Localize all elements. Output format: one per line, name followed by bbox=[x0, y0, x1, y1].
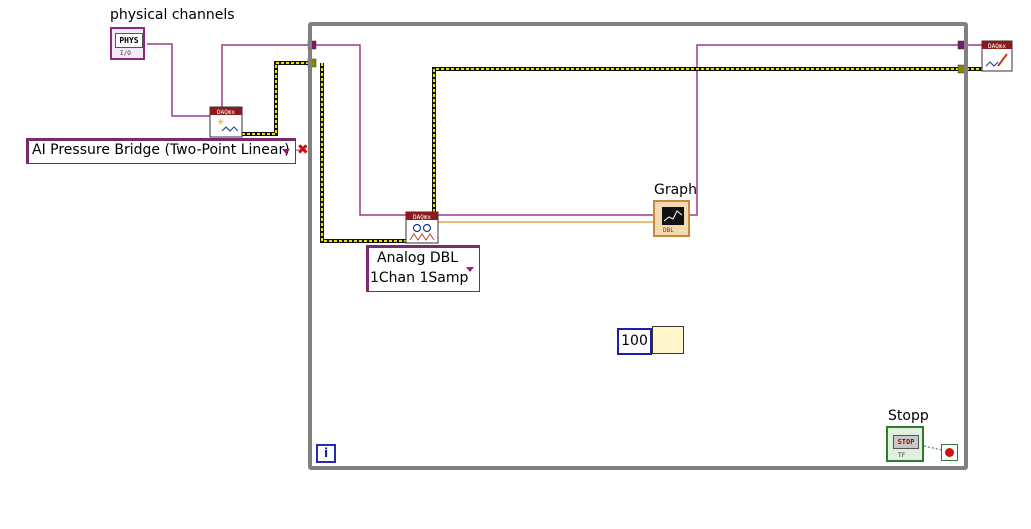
dropdown-arrow-icon bbox=[466, 267, 474, 272]
dropdown-arrow-icon bbox=[282, 149, 290, 154]
create-channel-header: DAQmx bbox=[217, 109, 235, 116]
phys-io-text: I/O bbox=[120, 50, 131, 57]
read-selector-line2: 1Chan 1Samp bbox=[370, 270, 469, 286]
clear-task-header: DAQmx bbox=[988, 43, 1006, 50]
graph-terminal[interactable]: DBL bbox=[653, 200, 690, 237]
broken-arrow-icon: ✖ bbox=[297, 142, 309, 158]
create-channel-selector[interactable]: AI Pressure Bridge (Two-Point Linear) bbox=[26, 138, 296, 164]
graph-label: Graph bbox=[654, 182, 697, 198]
svg-text:✳: ✳ bbox=[217, 118, 225, 128]
task-wire-out bbox=[688, 44, 982, 216]
physical-channel-wire bbox=[147, 43, 210, 117]
read-header: DAQmx bbox=[413, 214, 431, 221]
stop-condition-icon bbox=[945, 448, 954, 457]
stop-label: Stopp bbox=[888, 408, 929, 424]
read-selector-line1: Analog DBL bbox=[377, 250, 459, 266]
graph-type-text: DBL bbox=[663, 227, 674, 234]
graph-icon bbox=[662, 207, 684, 225]
daqmx-read-node: DAQmx bbox=[405, 211, 439, 244]
stop-type-text: TF bbox=[898, 452, 906, 459]
wait-function[interactable] bbox=[652, 326, 684, 354]
daqmx-clear-task-node: DAQmx bbox=[981, 40, 1013, 72]
physical-channels-label: physical channels bbox=[110, 7, 235, 23]
wait-constant[interactable]: 100 bbox=[617, 328, 652, 355]
create-channel-selector-value: AI Pressure Bridge (Two-Point Linear) bbox=[32, 142, 290, 158]
stop-button-terminal[interactable]: STOP TF bbox=[886, 426, 924, 462]
stop-wire bbox=[923, 445, 943, 451]
task-wire-to-read bbox=[312, 44, 408, 216]
daqmx-create-channel-node: DAQmx ✳ bbox=[209, 106, 243, 138]
physical-channels-terminal[interactable]: PHYS I/O bbox=[110, 27, 145, 60]
read-selector[interactable]: Analog DBL 1Chan 1Samp bbox=[366, 245, 480, 292]
loop-condition-terminal[interactable] bbox=[941, 444, 958, 461]
while-loop[interactable] bbox=[308, 22, 968, 470]
iteration-terminal[interactable]: i bbox=[316, 444, 336, 463]
phys-icon-text: PHYS bbox=[115, 33, 143, 48]
task-wire-in bbox=[221, 44, 312, 108]
stop-button-icon-text: STOP bbox=[893, 435, 919, 449]
error-wire bbox=[242, 61, 982, 243]
